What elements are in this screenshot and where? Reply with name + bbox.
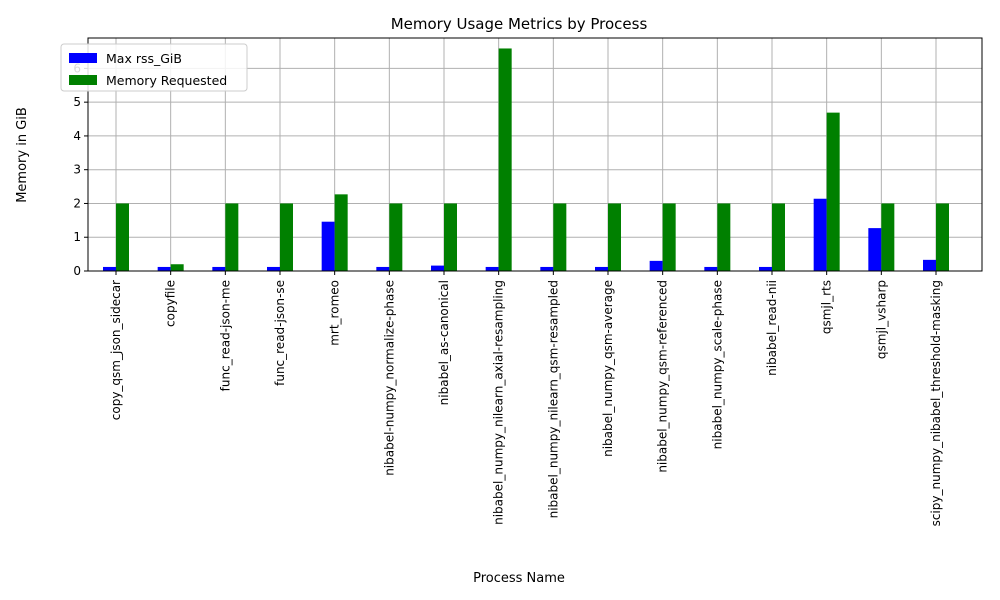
bar-memory-requested xyxy=(881,203,895,271)
bar-max-rss xyxy=(212,266,226,271)
legend-label: Memory Requested xyxy=(106,73,227,88)
bar-max-rss xyxy=(649,260,663,271)
bar-memory-requested xyxy=(444,203,457,271)
chart-title: Memory Usage Metrics by Process xyxy=(391,15,648,33)
bar-max-rss xyxy=(923,259,936,271)
bar-memory-requested xyxy=(772,203,785,271)
bar-max-rss xyxy=(267,266,280,271)
bar-memory-requested xyxy=(116,203,129,271)
x-tick-label: nibabel_numpy_scale-phase xyxy=(710,280,724,449)
bar-max-rss xyxy=(376,266,390,271)
x-tick-label: nibabel_numpy_qsm-referenced xyxy=(656,280,670,473)
y-tick-label: 5 xyxy=(73,95,81,109)
bars-layer xyxy=(103,48,949,272)
y-tick-label: 1 xyxy=(73,230,81,244)
bar-max-rss xyxy=(540,266,554,271)
x-tick-label: nibabel_numpy_qsm-average xyxy=(601,280,615,457)
x-tick-label: qsmjl_rts xyxy=(820,280,834,334)
bar-memory-requested xyxy=(608,203,621,271)
x-tick-label: nibabel_as-canonical xyxy=(437,280,451,405)
x-tick-label: qsmjl_vsharp xyxy=(874,280,888,359)
legend: Max rss_GiB Memory Requested xyxy=(60,43,248,92)
x-tick-label: nibabel-numpy_normalize-phase xyxy=(382,280,396,476)
legend-box xyxy=(60,43,248,92)
y-tick-label: 3 xyxy=(73,163,81,177)
y-tick-label: 4 xyxy=(73,129,81,143)
x-axis-label: Process Name xyxy=(473,571,565,586)
x-tick-label: copy_qsm_json_sidecar xyxy=(109,280,123,420)
legend-label: Max rss_GiB xyxy=(106,51,182,66)
x-tick-label: copyfile xyxy=(164,280,178,327)
x-tick-label: scipy_numpy_nibabel_threshold-masking xyxy=(929,280,943,526)
bar-memory-requested xyxy=(936,203,949,271)
y-axis-label: Memory in GiB xyxy=(15,107,30,203)
legend-swatch xyxy=(69,75,97,85)
bar-max-rss xyxy=(759,266,772,271)
x-tick-label: nibabel_numpy_nilearn_qsm-resampled xyxy=(546,280,560,518)
bar-memory-requested xyxy=(280,203,293,271)
y-tick-label: 0 xyxy=(73,264,81,278)
bar-memory-requested xyxy=(170,264,184,271)
bar-max-rss xyxy=(595,266,608,271)
bar-max-rss xyxy=(103,266,116,271)
bar-memory-requested xyxy=(498,48,512,272)
bar-memory-requested xyxy=(225,203,239,271)
bar-max-rss xyxy=(485,266,499,271)
bar-memory-requested xyxy=(334,194,348,271)
x-tick-label: mrt_romeo xyxy=(328,280,342,346)
bar-max-rss xyxy=(157,266,171,271)
bar-max-rss xyxy=(321,221,335,271)
y-tick-label: 2 xyxy=(73,196,81,210)
legend-swatch xyxy=(69,53,97,63)
bar-memory-requested xyxy=(662,203,676,271)
bar-memory-requested xyxy=(553,203,567,271)
x-tick-label: nibabel_read-nii xyxy=(765,280,779,376)
x-tick-label: func_read-json-me xyxy=(218,280,232,391)
x-tick-label: func_read-json-se xyxy=(273,280,287,386)
bar-memory-requested xyxy=(389,203,403,271)
plot-frame xyxy=(87,37,983,272)
bar-max-rss xyxy=(813,198,827,271)
x-axis: copy_qsm_json_sidecar copyfile func_read-j… xyxy=(109,271,943,526)
bar-max-rss xyxy=(704,266,718,271)
bar-memory-requested xyxy=(826,112,840,271)
bar-max-rss xyxy=(431,265,444,271)
bar-memory-requested xyxy=(717,203,731,271)
x-tick-label: nibabel_numpy_nilearn_axial-resampling xyxy=(492,280,506,525)
bar-max-rss xyxy=(868,228,882,271)
